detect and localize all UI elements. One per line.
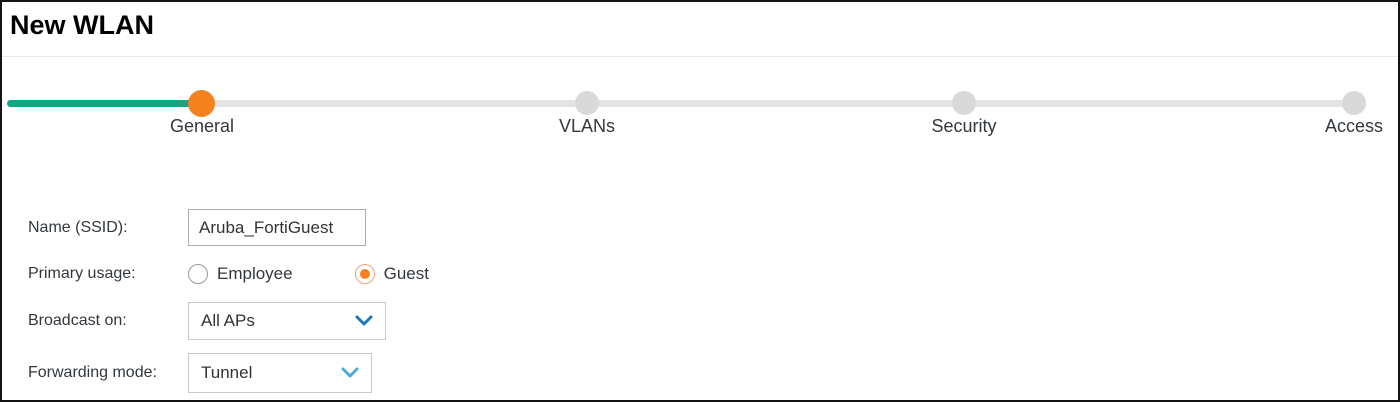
step-dot-general[interactable] [188, 90, 215, 117]
step-label-general[interactable]: General [169, 116, 235, 136]
step-label-vlans[interactable]: VLANs [558, 116, 616, 136]
forwarding-mode-row: Forwarding mode: Tunnel [2, 353, 372, 393]
title-divider [2, 56, 1398, 57]
name-ssid-row: Name (SSID): [2, 208, 366, 247]
primary-usage-row: Primary usage: Employee Guest [2, 257, 429, 290]
broadcast-on-label: Broadcast on: [28, 312, 127, 329]
stepper-progress-bar [7, 100, 202, 107]
broadcast-on-select[interactable]: All APs [188, 302, 386, 340]
chevron-down-icon [341, 367, 359, 378]
radio-circle-icon [354, 263, 375, 284]
primary-usage-radio-group: Employee Guest [188, 263, 429, 284]
wizard-stepper: General VLANs Security Access [2, 2, 1398, 152]
forwarding-mode-select[interactable]: Tunnel [188, 353, 372, 393]
primary-usage-label: Primary usage: [28, 264, 136, 282]
forwarding-mode-value: Tunnel [201, 363, 253, 382]
broadcast-on-value: All APs [201, 311, 255, 330]
employee-radio[interactable]: Employee [188, 263, 293, 284]
chevron-down-icon [355, 315, 373, 326]
forwarding-mode-label: Forwarding mode: [28, 364, 157, 381]
name-ssid-label: Name (SSID): [28, 218, 128, 236]
guest-radio-label: Guest [383, 263, 429, 283]
radio-circle-icon [188, 263, 208, 284]
guest-radio[interactable]: Guest [354, 263, 429, 284]
step-dot-vlans[interactable] [575, 91, 599, 115]
broadcast-on-row: Broadcast on: All APs [2, 302, 386, 340]
step-dot-security[interactable] [952, 91, 976, 115]
step-label-access[interactable]: Access [1324, 116, 1384, 136]
stepper-track [7, 100, 1355, 107]
name-ssid-input[interactable] [188, 209, 366, 246]
step-label-security[interactable]: Security [931, 116, 997, 136]
page-title: New WLAN [10, 10, 154, 40]
step-dot-access[interactable] [1342, 91, 1366, 115]
employee-radio-label: Employee [217, 263, 293, 283]
